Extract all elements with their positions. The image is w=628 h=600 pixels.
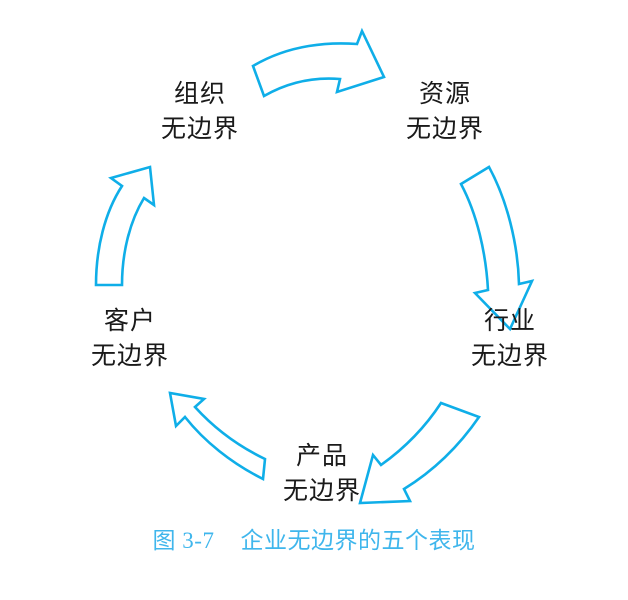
node-label-product: 产品 无边界 [232, 440, 412, 509]
node-organization-line2: 无边界 [160, 115, 239, 143]
node-customer-line2: 无边界 [90, 342, 169, 370]
arrow-resource-to-industry [459, 165, 535, 332]
node-customer-line1: 客户 [103, 308, 156, 335]
figure-caption: 图 3-7 企业无边界的五个表现 [0, 521, 628, 555]
node-resource-line1: 资源 [418, 81, 471, 108]
node-label-customer: 客户 无边界 [40, 305, 220, 374]
arrow-industry-to-product [358, 401, 482, 505]
node-industry-line1: 行业 [483, 308, 536, 335]
node-label-industry: 行业 无边界 [425, 305, 595, 374]
figure-caption-number: 图 3-7 [152, 528, 215, 553]
node-resource-line2: 无边界 [405, 115, 484, 143]
node-industry-line2: 无边界 [470, 342, 549, 370]
node-label-organization: 组织 无边界 [110, 78, 290, 147]
node-label-resource: 资源 无边界 [355, 78, 535, 147]
arrow-product-to-customer [168, 391, 267, 482]
node-product-line1: 产品 [295, 443, 348, 470]
arrow-customer-to-organization [94, 165, 156, 287]
node-organization-line1: 组织 [173, 81, 226, 108]
node-product-line2: 无边界 [282, 477, 361, 505]
arrow-organization-to-resource [251, 27, 386, 98]
figure-caption-title: 企业无边界的五个表现 [240, 528, 476, 553]
